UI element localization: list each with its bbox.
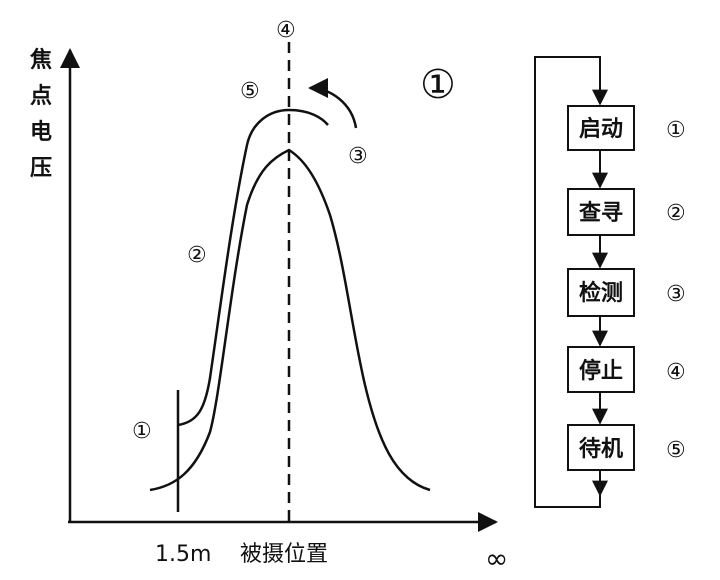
step-label-search: 查寻 [579,201,623,226]
marker-1: ① [132,419,152,444]
overshoot-arrow [308,78,358,129]
flowchart: 启动 查寻 检测 停止 待机 ① ② ③ ④ ⑤ [534,56,686,508]
step-label-stop: 停止 [579,358,623,384]
x-label-near: 1.5m [155,542,211,567]
marker-5: ⑤ [240,79,260,104]
step-num-2: ② [666,201,686,226]
focus-voltage-curve [149,148,431,492]
x-label-subject-position: 被摄位置 [240,542,328,567]
y-axis-label-char-3: 电 [30,120,52,145]
step-num-5: ⑤ [666,438,686,463]
y-axis-label-char-1: 焦 [29,47,52,73]
y-axis-label-char-2: 点 [30,83,52,109]
step-box-detect [567,268,635,317]
search-trace-path [177,108,329,427]
graph: 焦 点 电 压 ① ② ③ ④ ⑤ ① 1.5m 被摄位置 ∞ [29,18,508,575]
x-label-infinity: ∞ [485,542,508,575]
step-num-3: ③ [666,282,686,307]
step-label-standby: 待机 [579,436,623,462]
step-box-search [567,188,635,236]
marker-2: ② [187,243,207,268]
step-label-detect: 检测 [579,280,623,306]
y-axis-label-char-4: 压 [30,156,52,181]
step-num-4: ④ [666,360,686,385]
step-box-stop [567,346,635,393]
step-label-start: 启动 [579,116,623,142]
step-box-start [567,105,635,151]
step-box-standby [567,424,635,471]
marker-4: ④ [276,18,296,43]
big-marker-1: ① [420,62,456,108]
step-num-1: ① [666,118,686,143]
marker-3: ③ [348,144,368,169]
